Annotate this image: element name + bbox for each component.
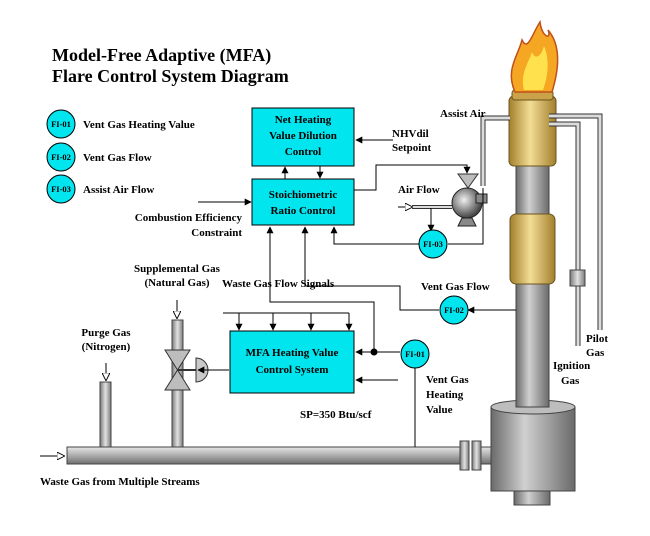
- fi02-tag: FI-02: [444, 305, 464, 315]
- ignition-label-line1: Ignition: [553, 360, 590, 372]
- pipe-to-drum: [480, 446, 492, 465]
- legend-fi03-tag: FI-03: [51, 184, 71, 194]
- signal-lines: [197, 136, 516, 447]
- vent-heating-label-line2: Heating: [426, 389, 464, 401]
- purge-label-line2: (Nitrogen): [82, 341, 131, 353]
- vent-flow-label: Vent Gas Flow: [421, 281, 490, 293]
- net-heating-value-box: Net Heating Value Dilution Control: [251, 107, 355, 167]
- supplemental-label-line1: Supplemental Gas: [134, 263, 221, 275]
- assist-air-line: [480, 115, 510, 186]
- supplemental-control-valve: [164, 349, 209, 391]
- purge-gas-pipe: [99, 381, 112, 448]
- stoich-box-line2: Ratio Control: [271, 205, 336, 217]
- legend-fi02-tag: FI-02: [51, 152, 71, 162]
- vent-heating-label-line3: Value: [426, 404, 453, 416]
- flame-icon: [510, 19, 559, 93]
- nhv-box-line1: Net Heating: [275, 114, 332, 126]
- stoichiometric-box: Stoichiometric Ratio Control: [251, 178, 355, 226]
- pilot-label-line1: Pilot: [586, 333, 608, 345]
- knockout-drum: [490, 399, 576, 506]
- assist-air-label: Assist Air: [440, 108, 486, 120]
- legend: FI-01 Vent Gas Heating Value FI-02 Vent …: [46, 109, 195, 204]
- combustion-label-line2: Constraint: [191, 227, 242, 239]
- nhv-box-line2: Value Dilution: [269, 130, 337, 142]
- fi01-tag: FI-01: [405, 349, 425, 359]
- mfa-control-box: MFA Heating Value Control System: [229, 330, 355, 394]
- pilot-label-line2: Gas: [586, 347, 605, 359]
- combustion-label-line1: Combustion Efficiency: [135, 212, 243, 224]
- nhv-box-line3: Control: [285, 146, 321, 158]
- ignition-label-line2: Gas: [561, 375, 580, 387]
- waste-signals-label: Waste Gas Flow Signals: [222, 278, 335, 290]
- fi03-tag: FI-03: [423, 239, 443, 249]
- legend-fi01-label: Vent Gas Heating Value: [83, 119, 195, 131]
- legend-fi03-label: Assist Air Flow: [83, 184, 154, 196]
- supplemental-label-line2: (Natural Gas): [144, 277, 209, 289]
- instrument-fi01: FI-01: [400, 339, 430, 369]
- stoich-box-line1: Stoichiometric: [269, 189, 338, 201]
- instrument-fi03: FI-03: [418, 229, 448, 259]
- nhvdil-label-line1: NHVdil: [392, 128, 429, 140]
- pilot-gas-line: [549, 113, 603, 330]
- diagram-title-line2: Flare Control System Diagram: [52, 66, 289, 86]
- air-blower: [412, 173, 488, 227]
- mfa-box-line1: MFA Heating Value: [246, 347, 339, 359]
- legend-fi03-circle: [46, 174, 76, 204]
- air-flow-label: Air Flow: [398, 184, 440, 196]
- legend-fi02-circle: [46, 142, 76, 172]
- legend-fi01-tag: FI-01: [51, 119, 71, 129]
- pipe-flange-2: [471, 440, 482, 471]
- waste-gas-label: Waste Gas from Multiple Streams: [40, 476, 200, 488]
- legend-fi02-label: Vent Gas Flow: [83, 152, 152, 164]
- pipe-flange-1: [459, 440, 470, 471]
- stack-seal-segment: [509, 213, 556, 285]
- nhvdil-label-line2: Setpoint: [392, 142, 431, 154]
- setpoint-label: SP=350 Btu/scf: [300, 409, 372, 421]
- legend-fi01-circle: [46, 109, 76, 139]
- purge-label-line1: Purge Gas: [81, 327, 131, 339]
- ignition-gas-line: [549, 121, 586, 346]
- diagram-title-line1: Model-Free Adaptive (MFA): [52, 45, 271, 66]
- mfa-box-line2: Control System: [256, 364, 329, 376]
- waste-gas-pipe: [66, 446, 468, 465]
- instrument-fi02: FI-02: [439, 295, 469, 325]
- flare-tip: [508, 95, 557, 167]
- vent-heating-label-line1: Vent Gas: [426, 374, 469, 386]
